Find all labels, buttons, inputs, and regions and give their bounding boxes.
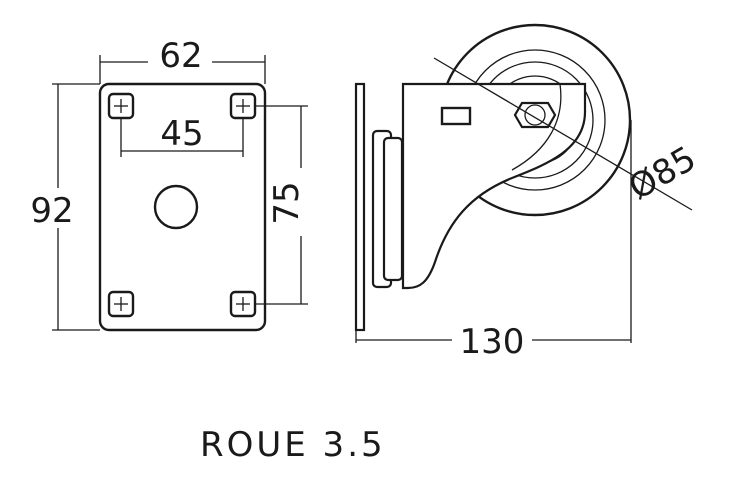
- bolt-hole-bottom-right: [229, 290, 257, 318]
- axle-bolt: [524, 104, 546, 126]
- mounting-plate-view: 62 45 92 75: [30, 36, 308, 332]
- swivel-ring-inner: [382, 136, 404, 282]
- dim-wheel-diameter-leader: [433, 57, 693, 211]
- fork-slot: [440, 106, 472, 126]
- dim-plate-height-label: 92: [30, 191, 73, 231]
- dim-plate-width: [99, 55, 266, 84]
- caster-fork: [401, 82, 587, 290]
- bolt-hole-top-right: [229, 92, 257, 120]
- dim-plate-width-label: 62: [159, 36, 202, 76]
- dim-total-height-label: 130: [460, 322, 525, 362]
- center-hole: [153, 184, 199, 230]
- bolt-hole-top-left: [107, 92, 135, 120]
- dim-hole-spacing-y-label: 75: [267, 181, 307, 224]
- drawing-caption: ROUE 3.5: [200, 425, 386, 465]
- dim-hole-spacing-x: [120, 118, 244, 157]
- dim-wheel-diameter-label: Ø85: [622, 139, 703, 209]
- axle-nut-icon: [513, 101, 557, 129]
- bolt-hole-bottom-left: [107, 290, 135, 318]
- dim-hole-spacing-x-label: 45: [160, 114, 203, 154]
- caster-side-view: Ø85 130: [354, 23, 703, 362]
- dim-hole-spacing-y: [255, 105, 308, 305]
- fork-inner-edge: [511, 83, 562, 171]
- side-mounting-plate: [354, 82, 366, 332]
- mounting-plate-outline: [98, 82, 267, 332]
- dim-total-height: [355, 120, 632, 343]
- dim-plate-height: [52, 83, 100, 331]
